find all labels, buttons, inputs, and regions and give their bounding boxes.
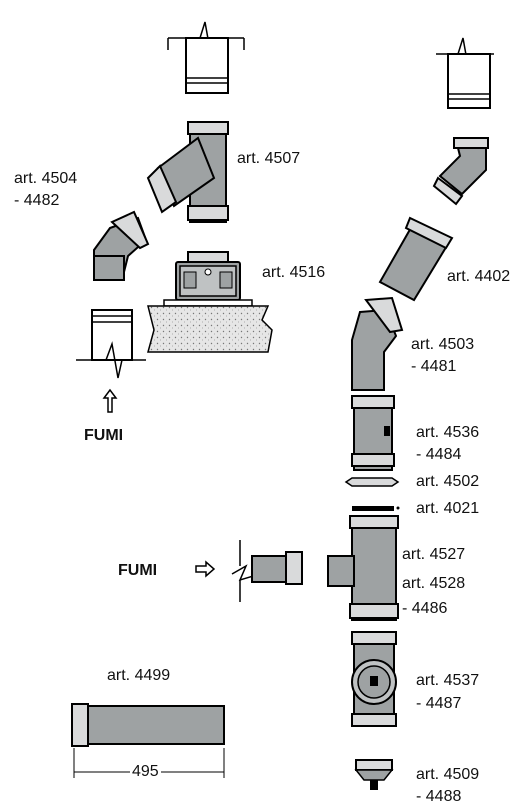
clamp-4502 bbox=[344, 477, 400, 487]
elbow-4503 bbox=[351, 296, 404, 391]
label-4488: - 4488 bbox=[416, 788, 462, 805]
wall-outlet-top-right bbox=[436, 37, 494, 109]
wall-inlet-middle bbox=[195, 540, 303, 602]
label-4482: - 4482 bbox=[14, 192, 60, 209]
tee-4527 bbox=[327, 515, 399, 621]
straight-pipe-4536 bbox=[351, 395, 395, 471]
label-4481: - 4481 bbox=[411, 358, 457, 375]
long-pipe-4499 bbox=[71, 703, 225, 778]
inspection-tee-4537 bbox=[351, 631, 397, 727]
label-art-4528: art. 4528 bbox=[402, 575, 466, 592]
label-art-4516: art. 4516 bbox=[262, 264, 326, 281]
elbow-top-right bbox=[432, 137, 489, 206]
label-4486: - 4486 bbox=[402, 600, 448, 617]
fumi-label-bottom: FUMI bbox=[84, 427, 124, 444]
label-art-4402: art. 4402 bbox=[447, 268, 511, 285]
label-art-4502: art. 4502 bbox=[416, 473, 480, 490]
label-art-4504: art. 4504 bbox=[14, 170, 78, 187]
label-art-4499: art. 4499 bbox=[107, 667, 171, 684]
label-4487: - 4487 bbox=[416, 695, 462, 712]
y-branch-4507 bbox=[146, 121, 229, 223]
wall-inlet-bottom-left bbox=[76, 309, 146, 413]
gasket-4021 bbox=[352, 506, 400, 511]
elbow-4504 bbox=[93, 210, 150, 281]
dimension-495: 495 bbox=[130, 763, 161, 781]
label-art-4503: art. 4503 bbox=[411, 336, 475, 353]
label-art-4509: art. 4509 bbox=[416, 766, 480, 783]
label-art-4527: art. 4527 bbox=[402, 546, 466, 563]
label-art-4537: art. 4537 bbox=[416, 672, 480, 689]
wall-outlet-top-left bbox=[167, 21, 245, 94]
label-art-4507: art. 4507 bbox=[237, 150, 301, 167]
label-4484: - 4484 bbox=[416, 446, 462, 463]
condensate-cap-4509 bbox=[354, 759, 394, 790]
label-art-4021: art. 4021 bbox=[416, 500, 480, 517]
label-art-4536: art. 4536 bbox=[416, 424, 480, 441]
fumi-label-middle: FUMI bbox=[118, 562, 158, 579]
base-box-4516 bbox=[147, 251, 273, 353]
angled-pipe-4402 bbox=[378, 216, 454, 302]
